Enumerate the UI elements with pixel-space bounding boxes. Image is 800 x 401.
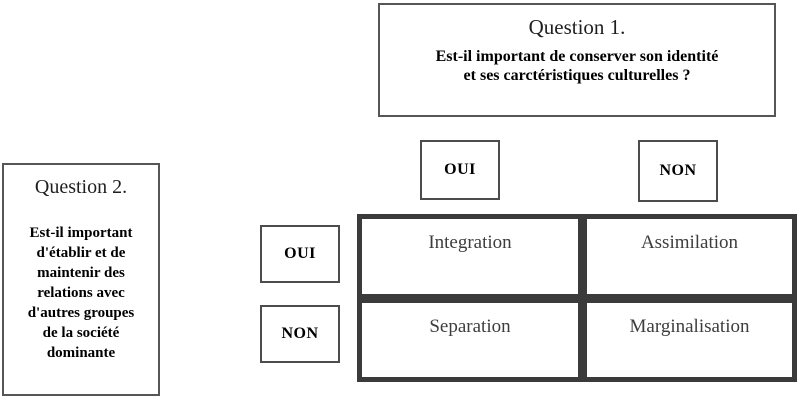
matrix-cell-assimilation: Assimilation	[587, 219, 792, 294]
matrix-cell-integration: Integration	[362, 219, 578, 294]
question2-text-line5: d'autres groupes	[27, 305, 135, 321]
question2-text-line4: relations avec	[37, 285, 125, 301]
question2-box: Question 2. Est-il important d'établir e…	[2, 163, 160, 396]
question2-answer-oui-box: OUI	[260, 225, 340, 283]
question2-text-line1: Est-il important	[29, 225, 133, 241]
question2-answer-non-box: NON	[260, 305, 340, 363]
question1-answer-non-box: NON	[638, 140, 718, 202]
question2-text-line2: d'établir et de	[36, 245, 126, 261]
question2-text-line3: maintenir des	[37, 265, 125, 281]
matrix-cell-separation: Separation	[362, 303, 578, 377]
matrix-cell-marginalisation: Marginalisation	[587, 303, 792, 377]
question1-text: Est-il important de conserver son identi…	[380, 47, 774, 85]
question1-box: Question 1. Est-il important de conserve…	[378, 3, 776, 117]
question2-text-line7: dominante	[46, 345, 116, 361]
question1-text-line2: et ses carctéristiques culturelles ?	[463, 67, 691, 84]
question1-title: Question 1.	[528, 15, 626, 39]
question2-text-line6: de la société	[42, 325, 120, 341]
acculturation-matrix: Integration Assimilation Separation Marg…	[357, 214, 797, 382]
question2-text: Est-il important d'établir et de mainten…	[4, 223, 158, 363]
question2-title: Question 2.	[34, 176, 128, 198]
question1-text-line1: Est-il important de conserver son identi…	[435, 48, 719, 65]
question1-answer-oui-box: OUI	[420, 140, 500, 200]
